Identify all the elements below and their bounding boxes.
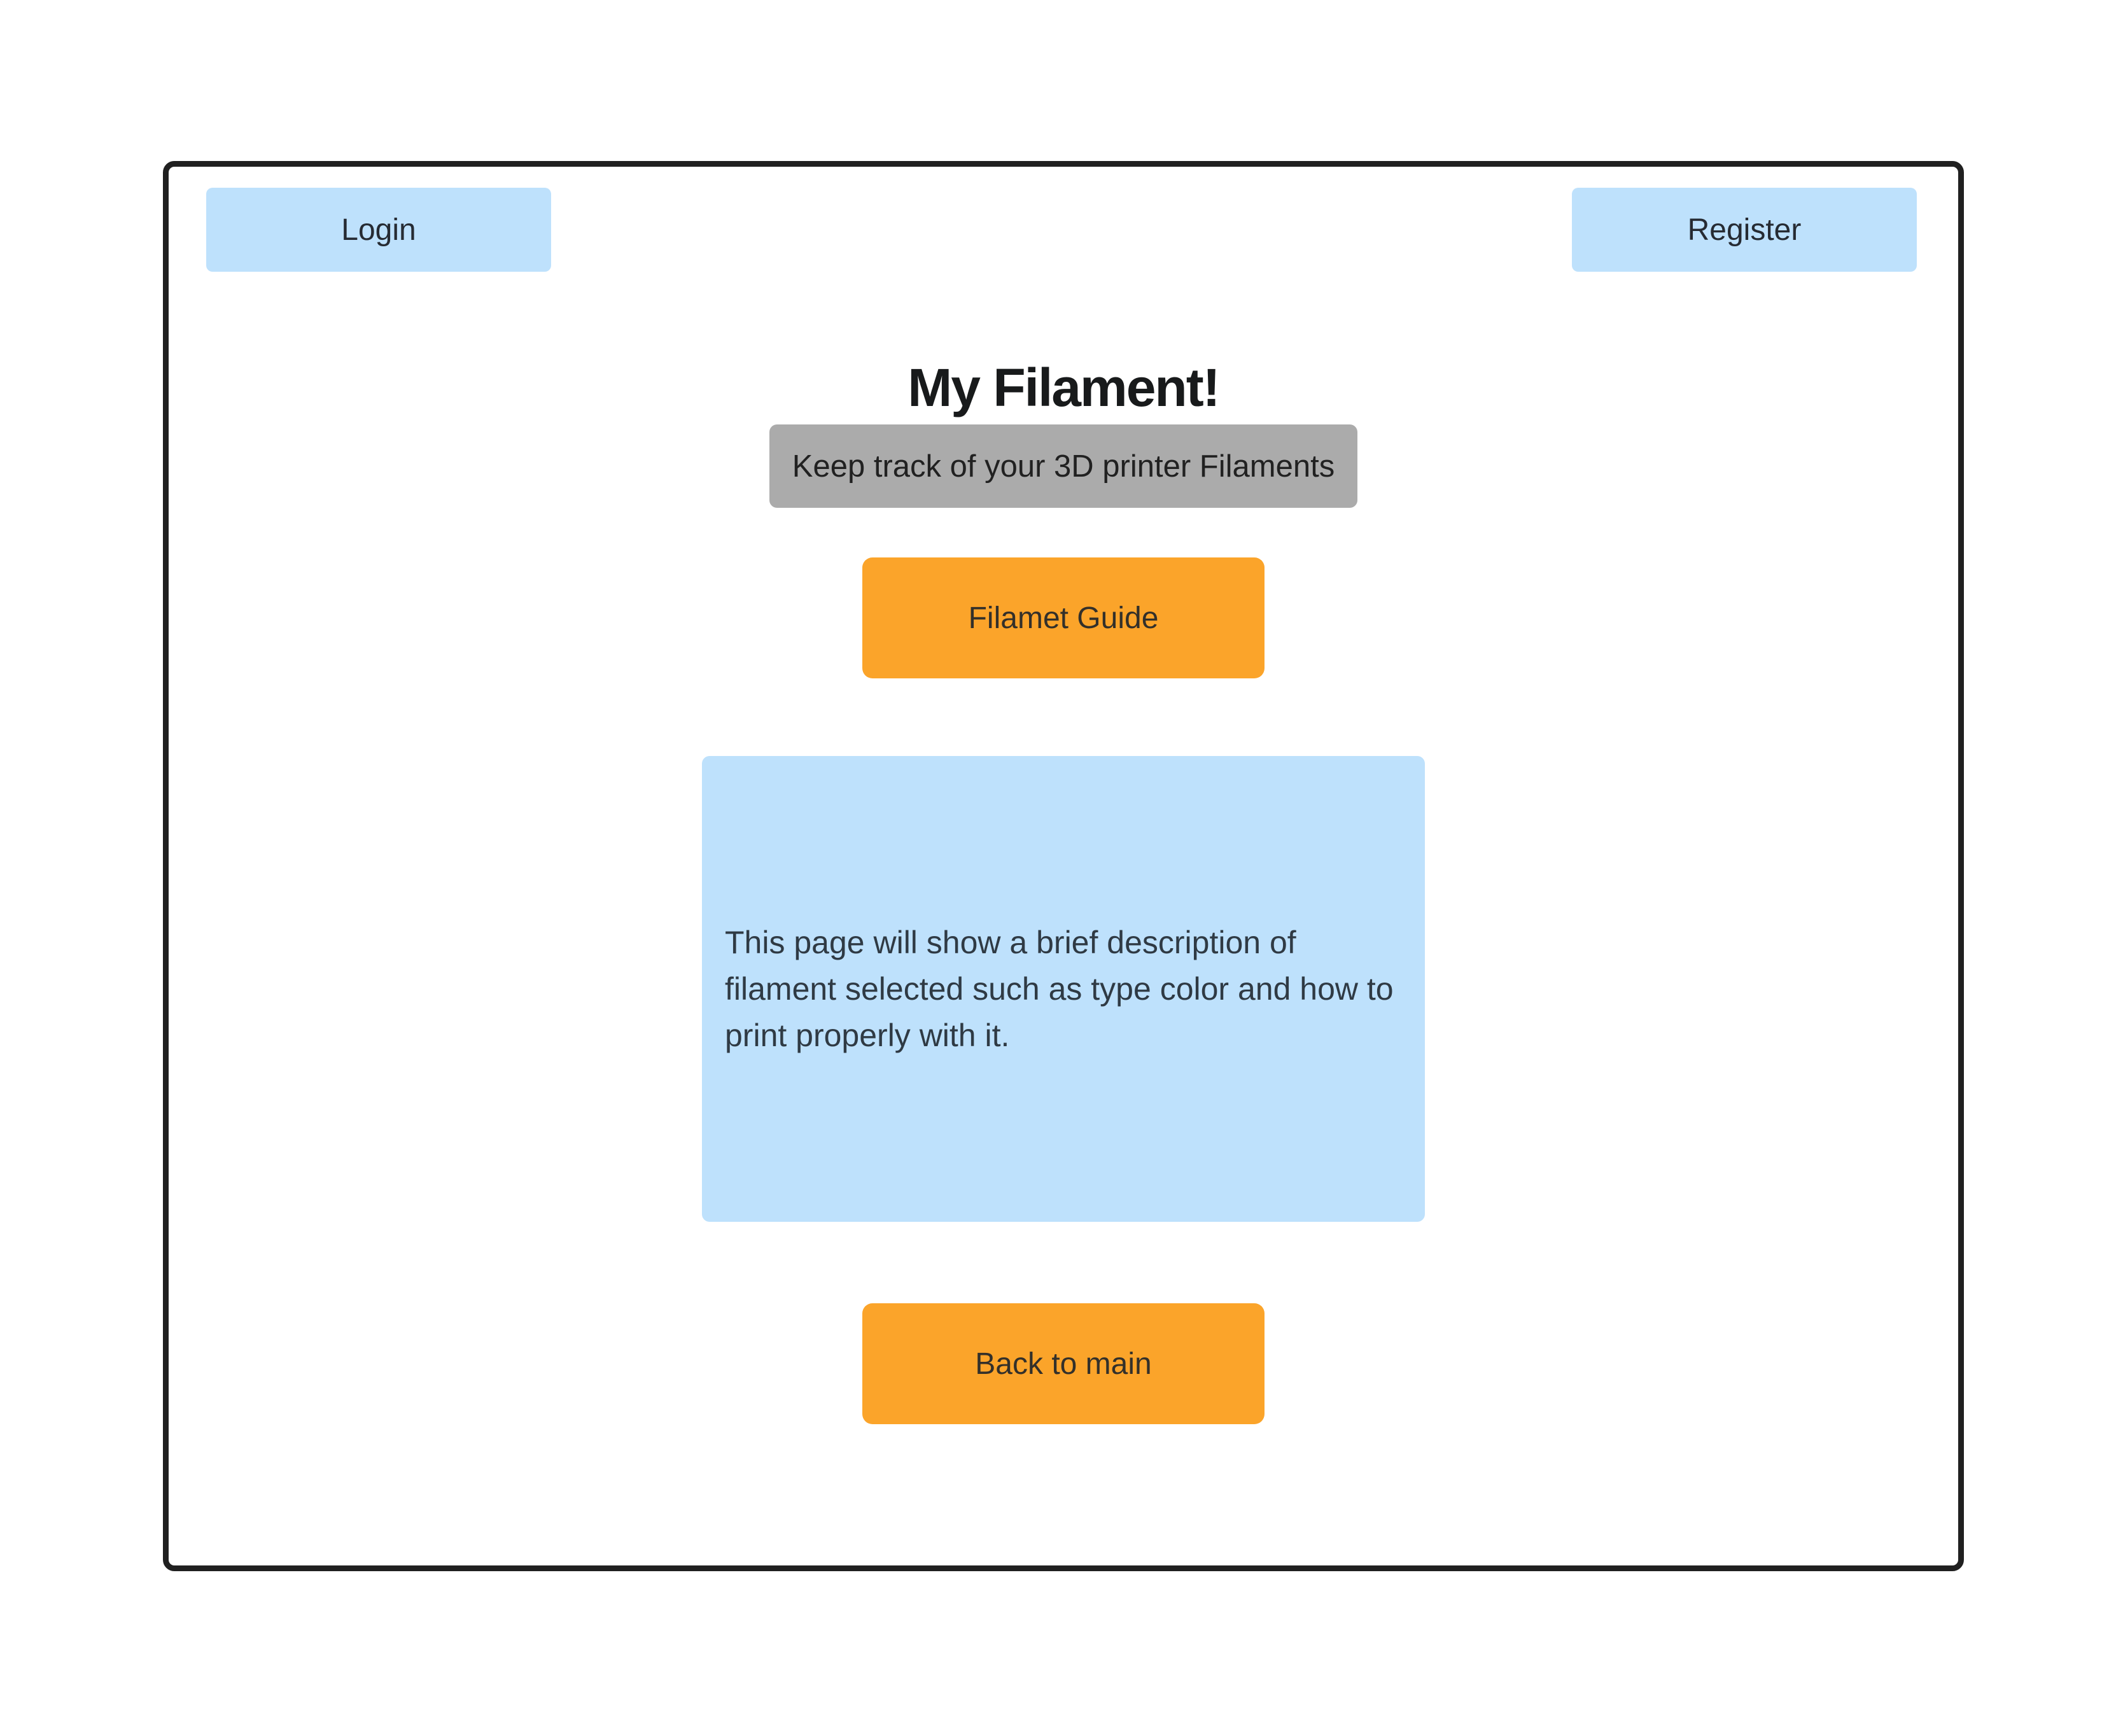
back-to-main-button-label: Back to main (975, 1347, 1152, 1381)
login-button[interactable]: Login (206, 188, 551, 272)
page-title: My Filament! (907, 358, 1220, 418)
back-to-main-button[interactable]: Back to main (862, 1303, 1265, 1424)
login-button-label: Login (341, 213, 416, 247)
description-panel: This page will show a brief description … (702, 756, 1425, 1222)
subtitle-badge: Keep track of your 3D printer Filaments (769, 424, 1357, 508)
subtitle-text: Keep track of your 3D printer Filaments (792, 449, 1335, 484)
filament-guide-button[interactable]: Filamet Guide (862, 557, 1265, 678)
description-text: This page will show a brief description … (725, 924, 1394, 1053)
filament-guide-button-label: Filamet Guide (968, 601, 1159, 635)
register-button-label: Register (1687, 213, 1802, 247)
register-button[interactable]: Register (1572, 188, 1917, 272)
app-frame: Login Register My Filament! Keep track o… (163, 161, 1964, 1571)
